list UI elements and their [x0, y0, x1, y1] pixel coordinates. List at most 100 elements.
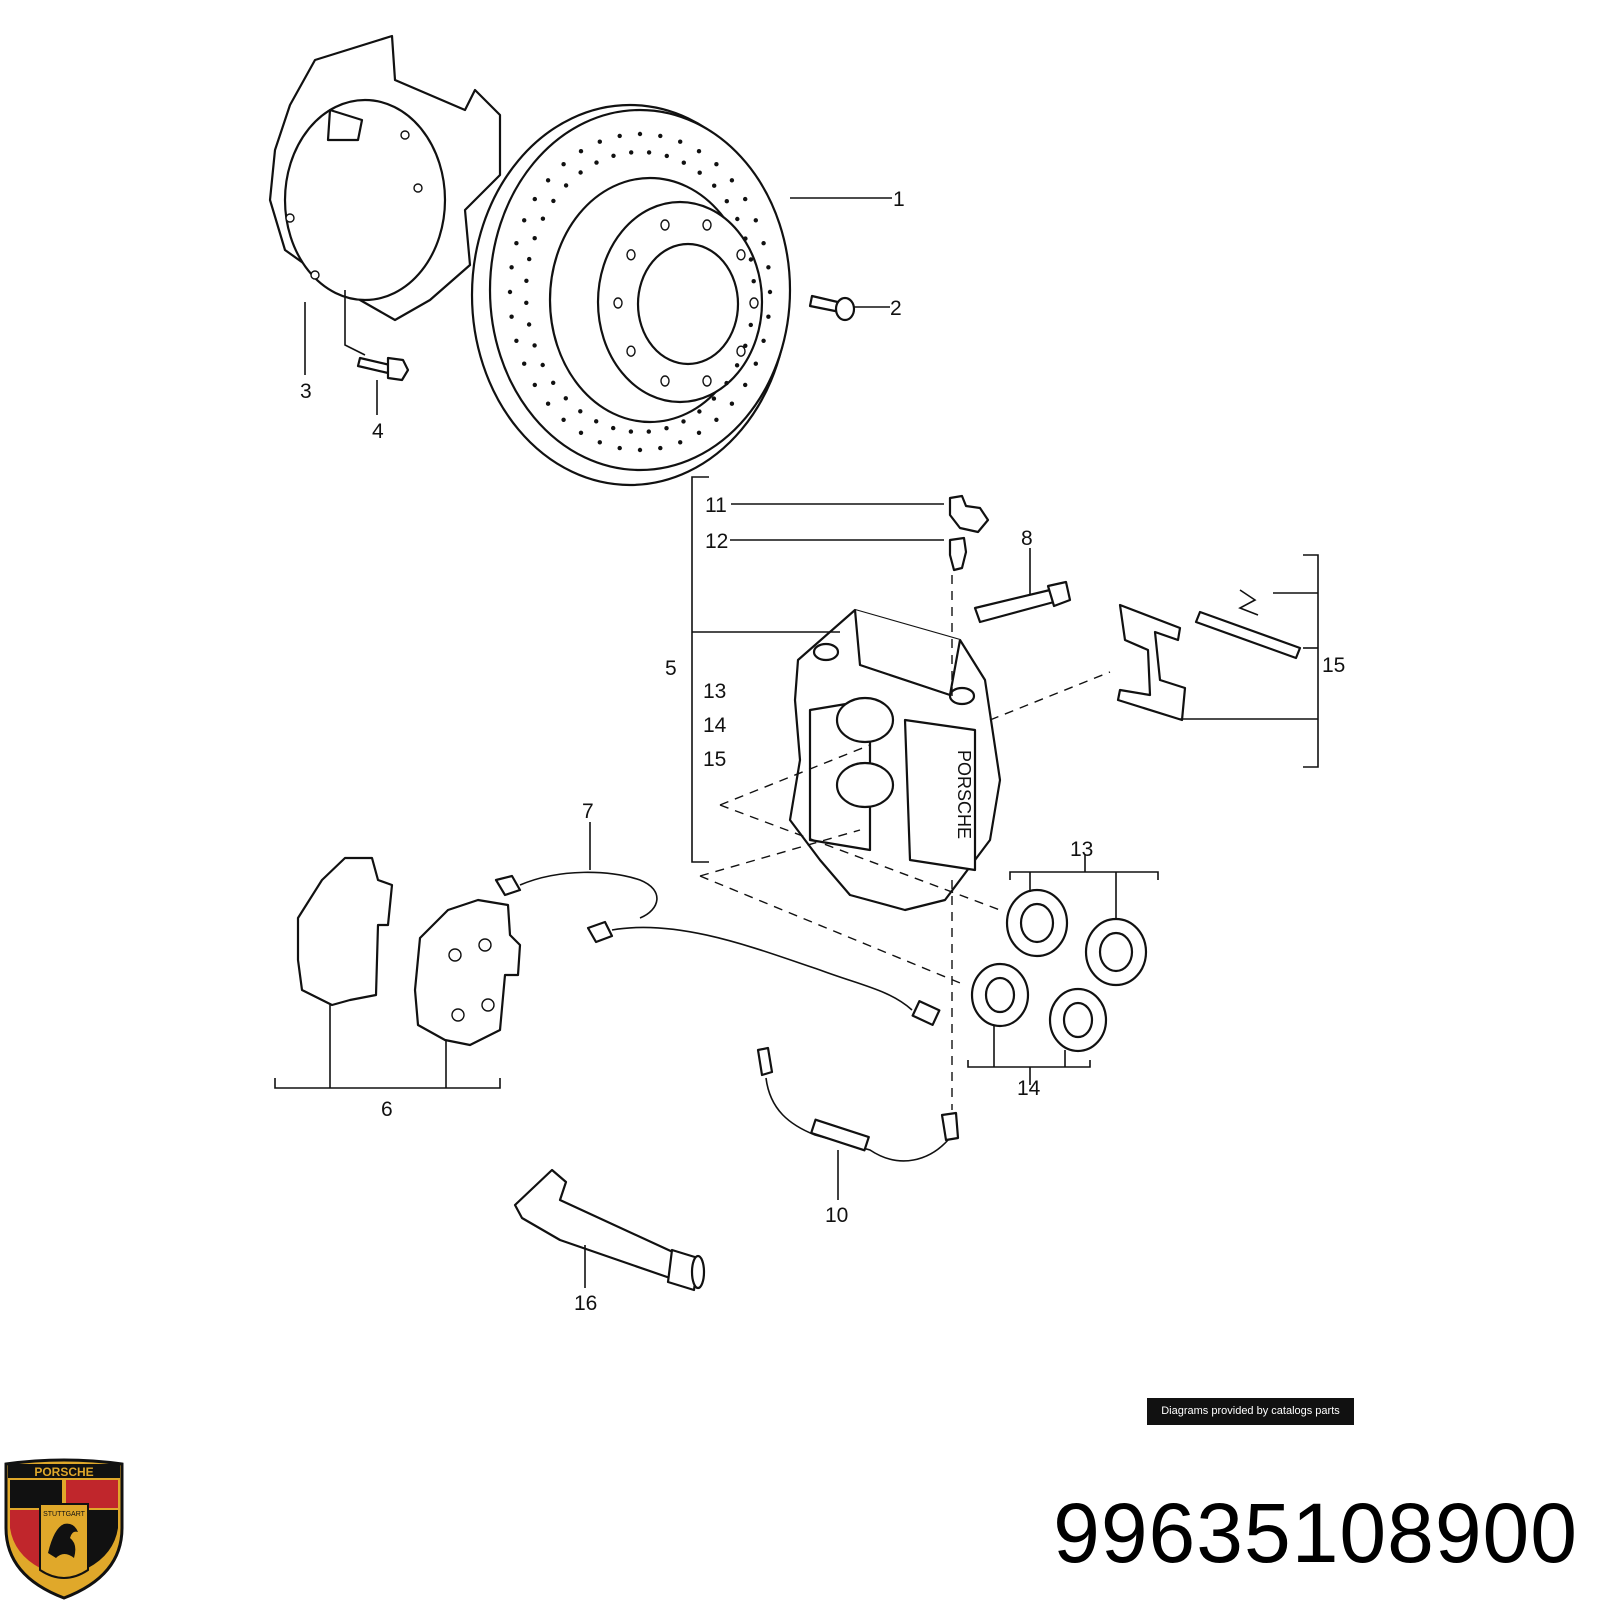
rotor-drill-hole [594, 419, 599, 424]
rotor-drill-hole [532, 236, 537, 241]
porsche-crest-logo: PORSCHE STUTTGART [4, 1458, 124, 1600]
rotor-drill-hole [545, 401, 551, 406]
rotor-drill-hole [761, 241, 766, 246]
hub-bolt-hole [626, 249, 636, 261]
rotor-drill-hole [766, 265, 771, 270]
wear-sensor-part [494, 871, 941, 1026]
rotor-drill-hole [753, 218, 758, 223]
rotor-drill-hole [664, 153, 669, 159]
rotor-drill-hole [664, 426, 669, 431]
callout-6: 6 [381, 1098, 393, 1121]
piston-seals-part [970, 888, 1148, 1053]
rotor-drill-hole [724, 380, 729, 386]
callout-3: 3 [300, 380, 312, 403]
rotor-drill-hole [532, 343, 537, 348]
rotor-drill-hole [637, 447, 643, 453]
rotor-drill-hole [522, 218, 527, 223]
rotor-drill-hole [696, 149, 702, 154]
callout-13: 13 [1070, 838, 1093, 861]
rotor-drill-hole [628, 429, 634, 434]
callout-16: 16 [574, 1292, 597, 1315]
svg-text:STUTTGART: STUTTGART [43, 1511, 86, 1518]
rotor-drill-hole [597, 440, 602, 445]
rotor-drill-hole [761, 338, 766, 343]
brake-caliper-part: PORSCHE [788, 608, 1002, 912]
rotor-drill-hole [735, 216, 740, 222]
rotor-drill-hole [734, 363, 740, 368]
hub-bolt-hole [613, 297, 623, 309]
rotor-drill-hole [578, 409, 583, 414]
rotor-drill-hole [743, 236, 748, 241]
brake-pads-part [296, 856, 522, 1047]
rotor-drill-hole [714, 162, 719, 167]
rotor-drill-hole [578, 149, 584, 154]
rotor-drill-hole [743, 343, 748, 348]
hub-bolt-hole [660, 219, 670, 231]
rotor-drill-hole [540, 216, 546, 221]
rotor-drill-hole [714, 417, 719, 422]
rotor-drill-hole [712, 183, 717, 188]
grease-tube-part [513, 1168, 706, 1292]
rotor-drill-hole [551, 380, 556, 385]
rotor-drill-hole [646, 429, 651, 434]
group5-item-13: 13 [703, 680, 726, 703]
group5-item-15: 15 [703, 748, 726, 771]
hub-bolt-hole [736, 345, 746, 357]
callout-10: 10 [825, 1204, 848, 1227]
rotor-drill-hole [578, 430, 584, 435]
rotor-drill-hole [532, 382, 537, 388]
rotor-drill-hole [611, 425, 616, 431]
rotor-drill-hole [743, 196, 748, 202]
callout-5: 5 [665, 657, 677, 680]
rotor-drill-hole [507, 289, 513, 295]
crest-lettering: PORSCHE [34, 1465, 93, 1479]
rotor-drill-hole [561, 417, 566, 422]
rotor-drill-hole [711, 396, 717, 401]
seal-ring [970, 962, 1030, 1028]
rotor-drill-hole [563, 183, 569, 188]
rotor-drill-hole [551, 198, 556, 204]
rotor-drill-hole [514, 241, 519, 246]
rotor-drill-hole [767, 289, 773, 295]
hub-bolt-hole [749, 297, 759, 309]
rotor-drill-hole [724, 199, 729, 204]
callout-14: 14 [1017, 1077, 1041, 1100]
rotor-drill-hole [611, 153, 616, 158]
rotor-drill-hole [697, 409, 702, 414]
part-number: 99635108900 [1053, 1486, 1578, 1580]
rotor-drill-hole [751, 279, 756, 284]
rotor-drill-hole [563, 396, 568, 401]
bleeder-cap-part [948, 494, 990, 534]
rotor-drill-hole [561, 162, 566, 167]
hub-bolt-hole [702, 375, 712, 387]
rotor-drill-hole [678, 139, 683, 144]
rotor-drill-hole [629, 150, 634, 155]
rotor-drill-hole [729, 178, 735, 183]
seal-ring [1084, 917, 1148, 987]
brake-rotor-part [470, 103, 792, 487]
callout-1: 1 [893, 188, 905, 211]
rotor-drill-hole [526, 322, 532, 327]
group5-item-14: 14 [703, 714, 727, 737]
rotor-drill-hole [527, 256, 532, 262]
brake-line-part [756, 1046, 960, 1162]
rotor-drill-hole [743, 382, 748, 388]
rotor-drill-hole [545, 178, 551, 183]
rotor-drill-hole [646, 150, 652, 155]
rotor-drill-hole [540, 362, 545, 368]
hub-bolt-hole [626, 345, 636, 357]
seal-ring [1048, 987, 1108, 1053]
rotor-drill-hole [578, 170, 583, 175]
callout-4: 4 [372, 420, 384, 443]
rotor-drill-hole [524, 278, 529, 283]
rotor-drill-hole [597, 139, 602, 144]
rotor-drill-hole [532, 196, 537, 202]
callout-labels: 1 2 3 4 11 12 8 5 13 14 15 15 7 13 6 14 … [300, 188, 1345, 1315]
rotor-screw-part [808, 294, 856, 322]
callout-15: 15 [1322, 654, 1345, 677]
hub-bolt-hole [736, 249, 746, 261]
rotor-drill-hole [658, 133, 663, 139]
rotor-drill-hole [524, 300, 529, 305]
rotor-drill-hole [696, 430, 702, 435]
